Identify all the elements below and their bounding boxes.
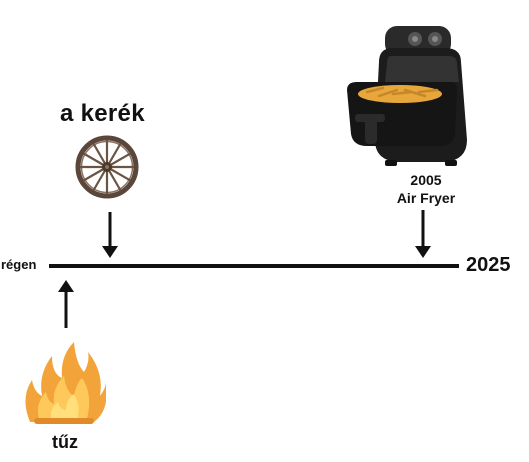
timeline-start-label: régen (1, 257, 37, 272)
fire-icon (25, 342, 106, 424)
wheel-label: a kerék (60, 100, 145, 127)
wheel-icon (75, 135, 139, 199)
air-fryer-label: Air Fryer (396, 190, 456, 206)
air-fryer-icon (347, 26, 467, 166)
fire-arrow (58, 280, 74, 328)
timeline-end-label: 2025 (466, 254, 511, 276)
wheel-arrow (102, 212, 118, 258)
timeline-line (49, 264, 459, 268)
air-fryer-year: 2005 (410, 172, 442, 188)
fire-label: tűz (52, 432, 78, 452)
air-fryer-arrow (415, 210, 431, 258)
